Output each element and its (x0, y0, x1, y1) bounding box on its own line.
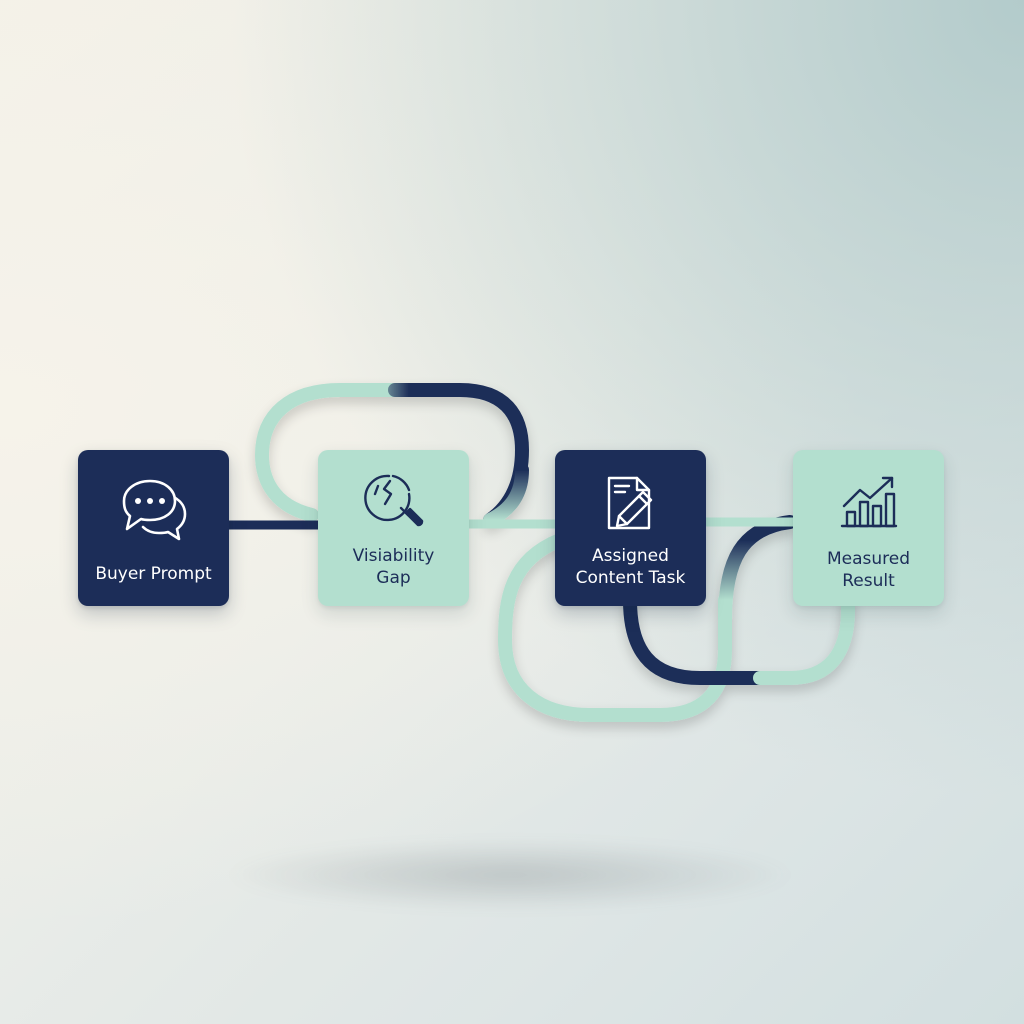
node-label: Measured Result (826, 549, 911, 591)
node-measured-result: Measured Result (793, 450, 944, 606)
link-right-loop-dark (623, 593, 777, 685)
floor-shadow (230, 840, 790, 910)
link-right-loop-mint (753, 593, 855, 685)
node-buyer-prompt: Buyer Prompt (78, 450, 229, 606)
node-visibility-gap: Visiability Gap (318, 450, 469, 606)
link-bottom-mint-loop (497, 533, 732, 722)
link-right-loop-up (718, 515, 797, 627)
chat-bubbles-icon (122, 479, 186, 541)
node-label: Visiability Gap (352, 546, 435, 588)
node-label: Buyer Prompt (95, 564, 212, 584)
link-top-loop-left (254, 383, 407, 522)
document-pencil-icon (607, 476, 652, 530)
link-top-loop-down (483, 463, 529, 527)
magnifier-broken-circle-icon (363, 474, 423, 527)
node-assigned-content-task: Assigned Content Task (555, 450, 706, 606)
bar-chart-trend-icon (840, 476, 897, 528)
node-label: Assigned Content Task (575, 546, 686, 588)
